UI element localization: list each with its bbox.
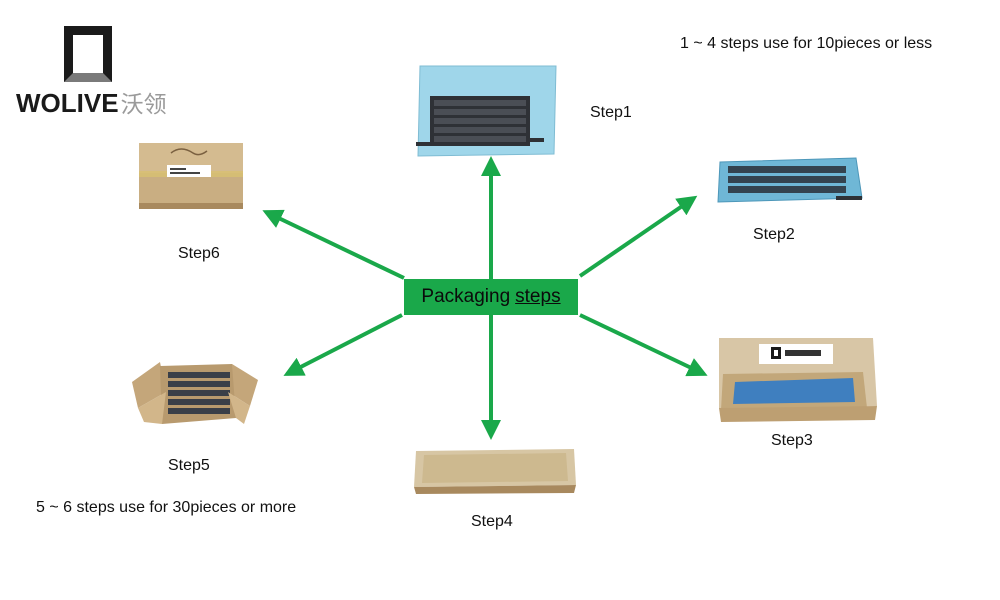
- arrow-to-step6: [262, 209, 405, 280]
- step4-image: [414, 449, 576, 494]
- logo-brand-cn: 沃领: [120, 91, 167, 117]
- step6-image: [139, 143, 243, 209]
- step2-image: [717, 157, 863, 203]
- center-title-prefix: Packaging: [421, 286, 511, 307]
- logo-square-icon: [64, 26, 112, 82]
- step3-image: [719, 338, 877, 422]
- step4-label: Step4: [471, 513, 513, 530]
- step3-label: Step3: [771, 432, 813, 449]
- step1-label: Step1: [590, 104, 632, 121]
- center-title-suffix: steps: [515, 286, 561, 307]
- step6-label: Step6: [178, 245, 220, 262]
- arrow-to-step5: [283, 313, 403, 376]
- step5-label: Step5: [168, 457, 210, 474]
- wolive-logo: WOLIVE沃领: [16, 26, 176, 126]
- step1-image: [416, 65, 557, 157]
- logo-wordmark: WOLIVE沃领: [16, 90, 167, 116]
- logo-brand-latin: WOLIVE: [16, 88, 119, 118]
- step2-label: Step2: [753, 226, 795, 243]
- step5-image: [132, 362, 258, 424]
- arrow-to-step3: [579, 313, 708, 377]
- arrow-to-step2: [578, 195, 698, 278]
- note-small-quantity: 1 ~ 4 steps use for 10pieces or less: [680, 35, 933, 52]
- note-large-quantity: 5 ~ 6 steps use for 30pieces or more: [36, 499, 297, 516]
